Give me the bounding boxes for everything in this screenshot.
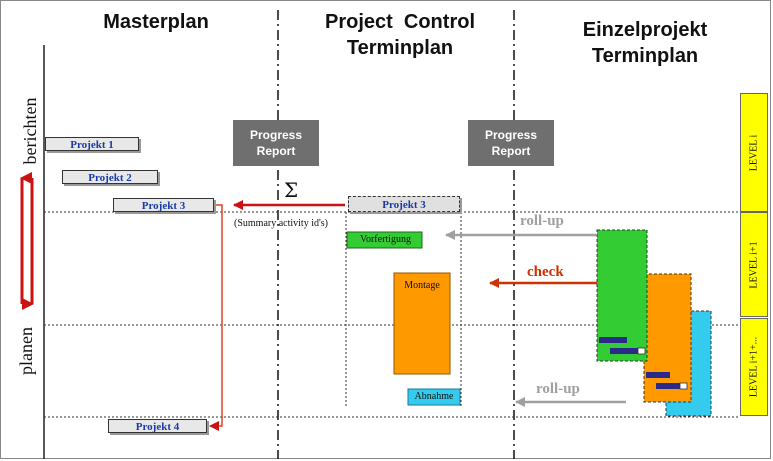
montage-label: Montage (404, 280, 440, 291)
level-i1-label: LEVEL i+1 (748, 240, 760, 289)
card-bar-2 (610, 348, 638, 354)
card-bar-4 (656, 383, 680, 389)
projekt-3-bar: Projekt 3 (113, 198, 214, 212)
progress-report-2-line2: Report (491, 144, 531, 158)
rollup-label-bottom: roll-up (536, 381, 580, 397)
summary-activity-note: (Summary activity id's) (234, 218, 329, 229)
card-bar-4-end (679, 382, 688, 390)
level-i2-bar: LEVEL i+1+... (740, 318, 768, 416)
montage-bar (393, 272, 451, 375)
projekt-1-bar: Projekt 1 (45, 137, 139, 151)
sigma-symbol: Σ (284, 178, 299, 202)
projekt-3-detail-header: Projekt 3 (348, 196, 460, 212)
projekt-2-bar: Projekt 2 (62, 170, 158, 184)
check-label: check (527, 264, 564, 280)
progress-report-1-line2: Report (256, 144, 296, 158)
level-i-label: LEVEL i (748, 134, 760, 171)
projekt-4-bar: Projekt 4 (108, 419, 207, 433)
einzelprojekt-title-line2: Terminplan (591, 45, 699, 67)
progress-report-1-line1: Progress (249, 128, 303, 142)
rollup-label-top: roll-up (520, 213, 564, 229)
progress-report-box-2: Progress Report (468, 120, 554, 166)
card-bar-2-end (637, 347, 646, 355)
berichten-label: berichten (20, 97, 40, 165)
p3-p4-connector (209, 204, 223, 431)
level-i1-bar: LEVEL i+1 (740, 212, 768, 317)
vorfertigung-label: Vorfertigung (360, 234, 411, 245)
einzelprojekt-title: Einzelprojekt Terminplan (540, 17, 750, 69)
project-control-title: Project Control Terminplan (300, 9, 500, 61)
abnahme-label: Abnahme (414, 391, 454, 402)
masterplan-title: Masterplan (103, 11, 209, 33)
einzelprojekt-title-line1: Einzelprojekt (582, 19, 708, 41)
progress-report-box-1: Progress Report (233, 120, 319, 166)
planen-label: planen (16, 327, 36, 375)
level-i-bar: LEVEL i (740, 93, 768, 212)
card-bar-1 (599, 337, 627, 343)
vorfertigung-bar (346, 231, 423, 249)
abnahme-bar (407, 388, 461, 406)
project-control-title-line1: Project Control (324, 11, 475, 33)
progress-report-2-line1: Progress (484, 128, 538, 142)
level-i2-label: LEVEL i+1+... (748, 336, 760, 398)
project-control-title-line2: Terminplan (346, 37, 454, 59)
card-bar-3 (646, 372, 670, 378)
